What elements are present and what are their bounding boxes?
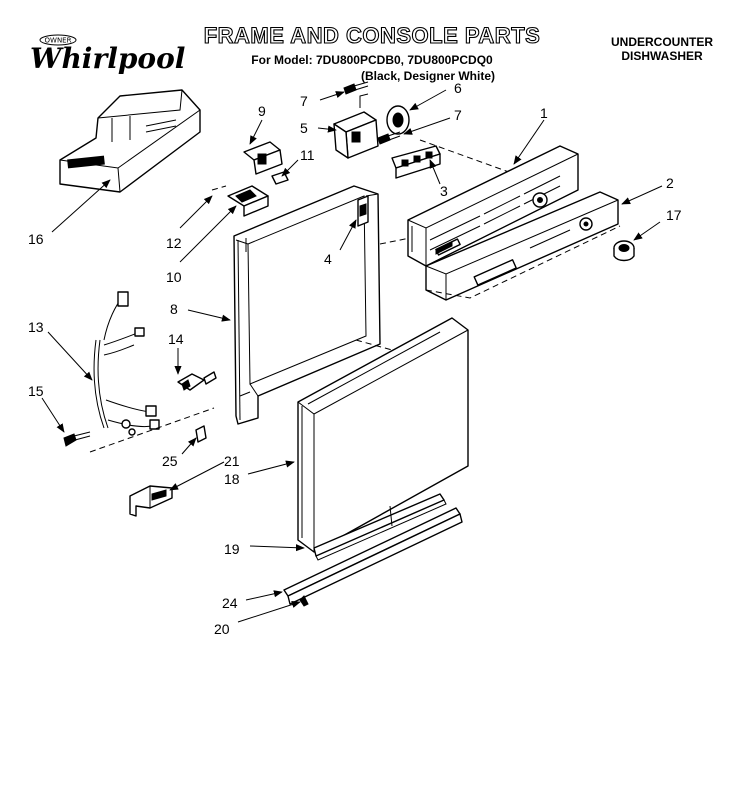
callout-9: 9 [258,103,266,119]
product-type-line1: UNDERCOUNTER [611,35,713,49]
part-switch-actuator [271,171,289,185]
callout-19: 19 [224,541,240,557]
product-type-line2: DISHWASHER [621,49,703,63]
part-access-panel-strip [299,595,309,607]
callout-1: 1 [540,105,548,121]
callout-21: 21 [224,453,240,469]
callout-3: 3 [440,183,448,199]
logo-badge-text: OWNER [45,37,72,45]
alignment-line-console-left [379,237,411,245]
alignment-line-door [355,339,393,351]
whirlpool-logo: OWNER Whirlpool [30,34,185,75]
part-wire-harness [93,291,160,436]
alignment-line-console-top [419,139,521,177]
part-screw-left [63,431,91,447]
callout-24: 24 [222,595,238,611]
part-console-panel [407,145,579,267]
callout-17: 17 [666,207,682,223]
callout-2: 2 [666,175,674,191]
callout-11: 11 [300,147,315,163]
alignment-line-fascia [425,225,621,299]
part-switch-plate [391,145,441,179]
callout-4: 4 [324,251,332,267]
part-knob [613,240,635,262]
callout-7b: 7 [454,107,462,123]
part-bottom-trim [313,493,447,561]
part-switch-mount [227,185,269,217]
part-dial-knob-top [386,105,410,135]
callout-5: 5 [300,120,308,136]
callout-7a: 7 [300,93,308,109]
callout-14: 14 [168,331,184,347]
callout-6: 6 [454,80,462,96]
part-door-frame [233,185,381,425]
page-title: FRAME AND CONSOLE PARTS [204,23,541,48]
part-control-module [333,93,379,159]
part-screw-right [377,131,401,145]
callout-10: 10 [166,269,182,285]
callout-18: 18 [224,471,240,487]
part-door-switch [243,141,283,175]
logo-wordmark: Whirlpool [30,42,185,75]
logo-badge-shape [39,34,77,46]
callout-16: 16 [28,231,44,247]
callout-13: 13 [28,319,44,335]
alignment-line-harness [89,407,215,453]
part-door-panel [297,317,469,553]
callout-20: 20 [214,621,230,637]
part-wire-connector [177,371,217,391]
part-door-handle-bracket [129,485,173,517]
part-vent-housing [59,89,201,193]
part-screw-top [343,81,369,95]
leader-lines [41,89,663,623]
callout-25: 25 [162,453,178,469]
color-variants: (Black, Designer White) [361,69,495,83]
callout-12: 12 [166,235,182,251]
callout-15: 15 [28,383,44,399]
callout-8: 8 [170,301,178,317]
callout-numbers: 1 2 3 4 5 6 7 7 8 9 10 11 12 13 14 15 16… [28,80,682,637]
part-spacer-clip [195,425,207,443]
part-switch-bracket [211,185,227,191]
model-numbers: For Model: 7DU800PCDB0, 7DU800PCDQ0 [251,53,493,67]
part-toe-kick-strip [283,507,463,605]
